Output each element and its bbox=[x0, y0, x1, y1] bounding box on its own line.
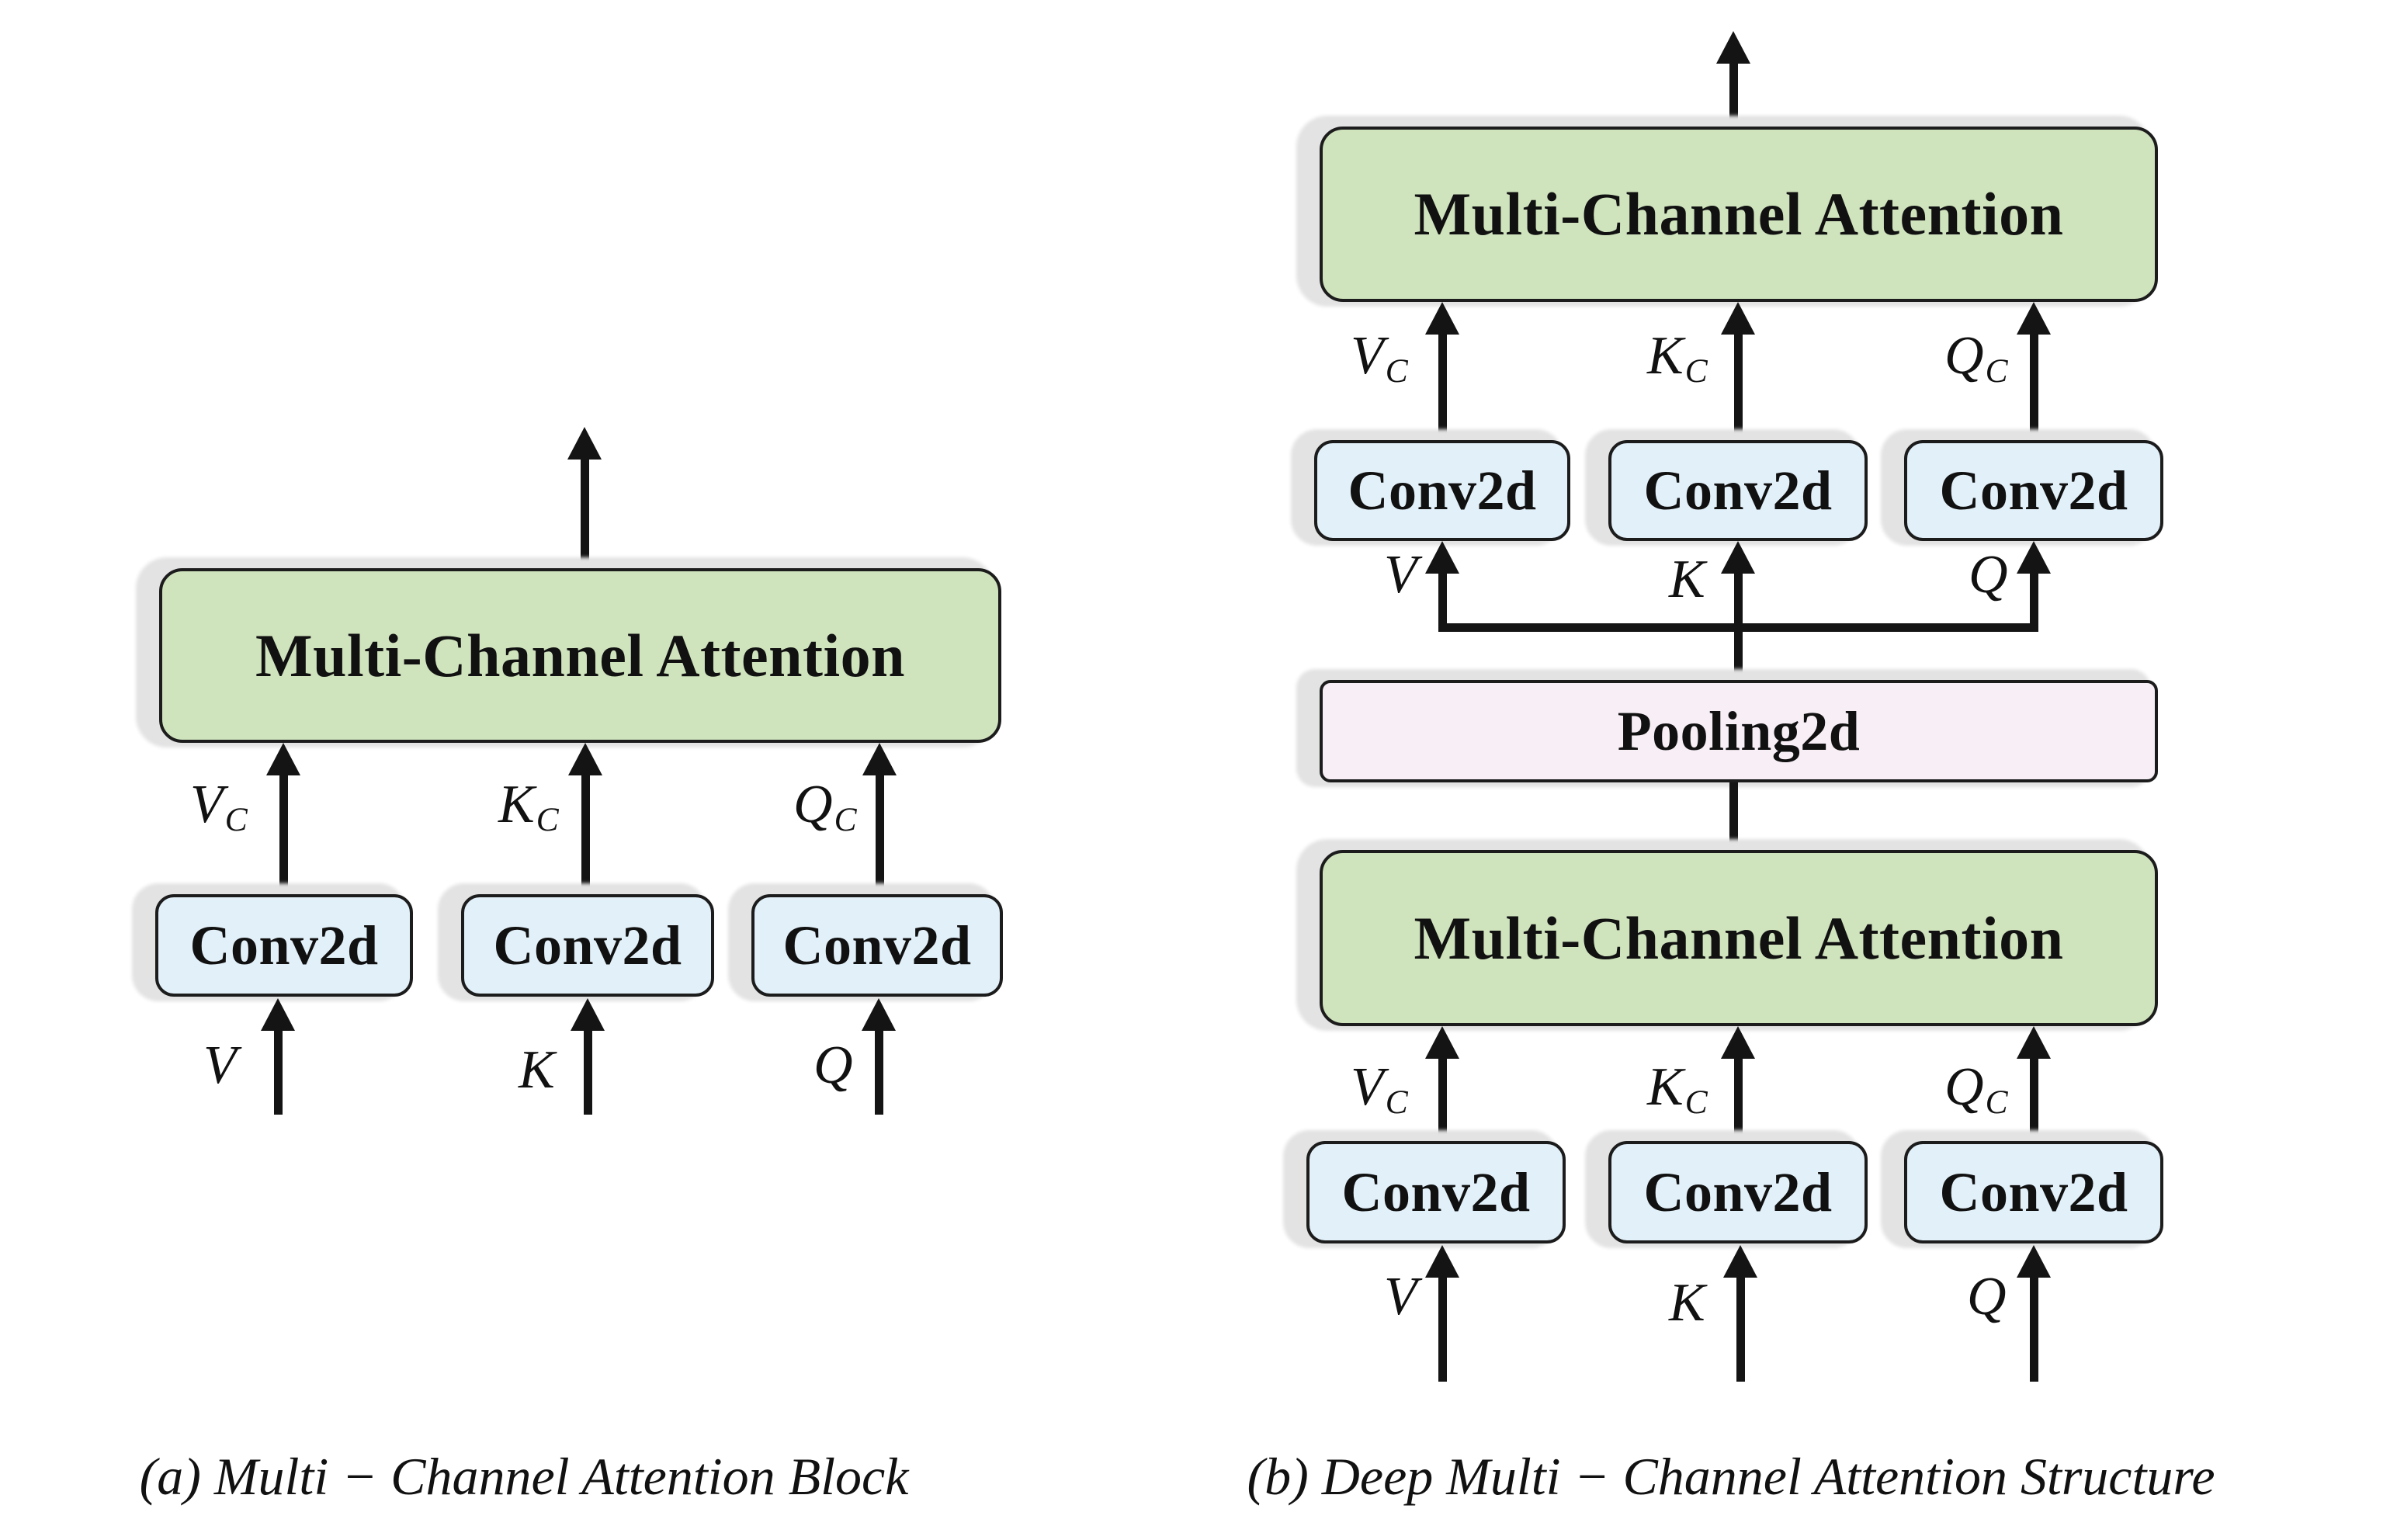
k-branch-arrow-b bbox=[1721, 541, 1755, 680]
vc-label-b-top-base: V bbox=[1351, 326, 1384, 386]
pooling-connector-b bbox=[1729, 782, 1738, 851]
kc-label-b-top: KC bbox=[1647, 326, 1708, 388]
kc-label-a: KC bbox=[498, 775, 559, 837]
v-input-label-a-base: V bbox=[203, 1035, 237, 1095]
qc-arrow-a bbox=[862, 743, 897, 894]
vc-label-b-top-sub: C bbox=[1385, 352, 1408, 390]
vc-label-b-bottom: VC bbox=[1351, 1057, 1408, 1119]
output-arrow-b bbox=[1716, 31, 1750, 127]
q-input-label-b-base: Q bbox=[1967, 1267, 2007, 1327]
kc-label-b-bottom-base: K bbox=[1647, 1057, 1684, 1117]
k-mid-label-b-base: K bbox=[1669, 550, 1705, 609]
v-input-label-b-base: V bbox=[1384, 1267, 1417, 1327]
conv2d-b-bottom-q: Conv2d bbox=[1904, 1141, 2163, 1243]
attention-block-b-top: Multi-Channel Attention bbox=[1320, 127, 2158, 302]
qc-label-a-base: Q bbox=[793, 775, 833, 834]
conv2d-a-k: Conv2d bbox=[461, 894, 714, 997]
conv2d-a-k-label: Conv2d bbox=[493, 914, 682, 976]
q-branch-arrow-b bbox=[2017, 541, 2051, 632]
branch-split-line-b bbox=[1438, 623, 2038, 632]
conv2d-a-q-label: Conv2d bbox=[782, 914, 972, 976]
q-input-arrow-a bbox=[862, 998, 896, 1115]
conv2d-b-bottom-v-label: Conv2d bbox=[1341, 1160, 1531, 1223]
conv2d-b-top-v: Conv2d bbox=[1314, 440, 1570, 541]
qc-label-a-sub: C bbox=[834, 800, 857, 838]
v-branch-arrow-b bbox=[1425, 541, 1459, 632]
conv2d-a-q: Conv2d bbox=[751, 894, 1003, 997]
attention-block-b-bottom: Multi-Channel Attention bbox=[1320, 850, 2158, 1026]
vc-label-a-base: V bbox=[190, 775, 224, 834]
qc-label-b-bottom-sub: C bbox=[1985, 1083, 2008, 1121]
qc-label-b-top-base: Q bbox=[1944, 326, 1984, 386]
kc-label-a-sub: C bbox=[536, 800, 559, 838]
kc-arrow-b-top bbox=[1721, 302, 1755, 440]
qc-label-b-top-sub: C bbox=[1985, 352, 2008, 390]
k-input-label-b: K bbox=[1669, 1276, 1705, 1330]
conv2d-b-bottom-v: Conv2d bbox=[1306, 1141, 1566, 1243]
v-mid-label-b-base: V bbox=[1384, 545, 1417, 605]
vc-label-b-top: VC bbox=[1351, 326, 1408, 388]
k-input-arrow-a bbox=[571, 998, 605, 1115]
k-input-label-a: K bbox=[519, 1043, 555, 1098]
vc-label-a-sub: C bbox=[224, 800, 248, 838]
conv2d-b-top-k-label: Conv2d bbox=[1643, 459, 1833, 522]
conv2d-b-top-v-label: Conv2d bbox=[1348, 459, 1537, 522]
conv2d-b-bottom-q-label: Conv2d bbox=[1939, 1160, 2128, 1223]
conv2d-b-bottom-k-label: Conv2d bbox=[1643, 1160, 1833, 1223]
conv2d-a-v: Conv2d bbox=[155, 894, 413, 997]
v-input-arrow-a bbox=[261, 998, 295, 1115]
kc-label-b-top-base: K bbox=[1647, 326, 1684, 386]
conv2d-b-bottom-k: Conv2d bbox=[1608, 1141, 1868, 1243]
k-input-label-a-base: K bbox=[519, 1040, 555, 1100]
conv2d-b-top-q-label: Conv2d bbox=[1939, 459, 2128, 522]
kc-label-b-top-sub: C bbox=[1684, 352, 1708, 390]
kc-label-b-bottom-sub: C bbox=[1684, 1083, 1708, 1121]
conv2d-b-top-q: Conv2d bbox=[1904, 440, 2163, 541]
vc-arrow-b-bottom bbox=[1425, 1026, 1459, 1141]
vc-arrow-b-top bbox=[1425, 302, 1459, 440]
vc-label-b-bottom-sub: C bbox=[1385, 1083, 1408, 1121]
pooling-block-b-label: Pooling2d bbox=[1617, 699, 1861, 762]
k-input-label-b-base: K bbox=[1669, 1273, 1705, 1333]
conv2d-b-top-k: Conv2d bbox=[1608, 440, 1868, 541]
vc-label-b-bottom-base: V bbox=[1351, 1057, 1384, 1117]
qc-arrow-b-bottom bbox=[2017, 1026, 2051, 1141]
qc-arrow-b-top bbox=[2017, 302, 2051, 440]
qc-label-a: QC bbox=[793, 775, 857, 837]
q-input-label-b: Q bbox=[1967, 1270, 2007, 1324]
q-input-arrow-b bbox=[2017, 1245, 2051, 1382]
attention-block-b-top-label: Multi-Channel Attention bbox=[1414, 180, 2064, 248]
kc-label-b-bottom: KC bbox=[1647, 1057, 1708, 1119]
kc-label-a-base: K bbox=[498, 775, 535, 834]
v-input-arrow-b bbox=[1425, 1245, 1459, 1382]
qc-label-b-top: QC bbox=[1944, 326, 2008, 388]
attention-block-a: Multi-Channel Attention bbox=[159, 568, 1001, 743]
q-input-label-a-base: Q bbox=[813, 1035, 853, 1095]
qc-label-b-bottom-base: Q bbox=[1944, 1057, 1984, 1117]
k-mid-label-b: K bbox=[1669, 553, 1705, 607]
v-input-label-b: V bbox=[1384, 1270, 1417, 1324]
caption-a: (a) Multi − Channel Attention Block bbox=[139, 1447, 909, 1506]
caption-b: (b) Deep Multi − Channel Attention Struc… bbox=[1247, 1447, 2215, 1506]
vc-arrow-a bbox=[266, 743, 300, 894]
q-mid-label-b: Q bbox=[1969, 548, 2008, 602]
pooling-block-b: Pooling2d bbox=[1320, 680, 2158, 782]
q-mid-label-b-base: Q bbox=[1969, 545, 2008, 605]
conv2d-a-v-label: Conv2d bbox=[189, 914, 379, 976]
v-mid-label-b: V bbox=[1384, 548, 1417, 602]
q-input-label-a: Q bbox=[813, 1039, 853, 1093]
kc-arrow-b-bottom bbox=[1721, 1026, 1755, 1141]
attention-block-a-label: Multi-Channel Attention bbox=[255, 621, 906, 689]
qc-label-b-bottom: QC bbox=[1944, 1057, 2008, 1119]
v-input-label-a: V bbox=[203, 1039, 237, 1093]
output-arrow-a bbox=[567, 427, 602, 568]
vc-label-a: VC bbox=[190, 775, 248, 837]
kc-arrow-a bbox=[568, 743, 602, 894]
attention-block-b-bottom-label: Multi-Channel Attention bbox=[1414, 904, 2064, 972]
k-input-arrow-b bbox=[1723, 1245, 1757, 1382]
